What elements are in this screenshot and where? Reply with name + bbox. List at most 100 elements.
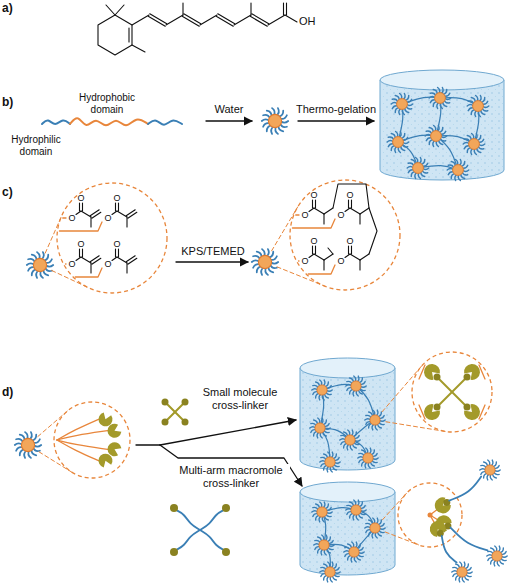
micelle <box>314 535 334 555</box>
gel-texture <box>300 492 395 575</box>
hydrophobic-core <box>473 101 484 112</box>
micelle <box>391 93 413 114</box>
annotation: Hydrophobic domain <box>70 92 144 115</box>
guest-group <box>464 404 471 411</box>
zoom-leader <box>277 267 324 286</box>
retinoic-acid-structure <box>98 3 297 55</box>
hydrophobic-core <box>345 435 355 445</box>
micelle <box>320 452 340 472</box>
atom-label: O <box>344 189 356 202</box>
hydrophobic-core <box>431 131 442 142</box>
hydrophobic-core <box>325 567 335 577</box>
micelle <box>340 430 360 450</box>
micelle <box>480 460 500 480</box>
atom-label: O <box>75 238 87 251</box>
micelle <box>452 562 472 582</box>
reaction-arrow-stem <box>136 444 160 445</box>
bridging-chain <box>356 386 375 420</box>
backbone-bond <box>360 254 369 260</box>
tether <box>292 219 335 228</box>
arrow-label: KPS/TEMED <box>174 245 252 258</box>
hydrophobic-core <box>21 438 34 451</box>
host-group <box>430 521 446 537</box>
hydrophobic-core <box>485 465 495 475</box>
hydrophobic-core <box>397 99 408 110</box>
chain-double-bond <box>184 14 201 24</box>
gel-top <box>300 358 395 378</box>
atom-label: O <box>102 212 114 225</box>
tether <box>75 268 102 277</box>
polymer-arm <box>200 510 224 530</box>
host-group <box>424 364 440 380</box>
atom-label: O <box>66 258 78 271</box>
host-group <box>424 404 440 420</box>
micelle <box>467 95 489 116</box>
polymer-arm <box>442 536 457 562</box>
micelle <box>262 108 288 134</box>
ester-bond <box>112 257 117 261</box>
backbone-bond <box>324 254 333 260</box>
ester-bond <box>309 254 314 258</box>
core-dot <box>428 513 433 518</box>
atom-label: O <box>308 235 320 248</box>
hydrophobic-core <box>363 453 373 463</box>
crosslink-chain <box>369 208 377 254</box>
ring-double-bond <box>128 28 129 42</box>
guest-group <box>222 548 230 556</box>
host-group <box>464 364 480 380</box>
carbonyl-bond <box>351 246 352 254</box>
chain-bond <box>268 15 285 25</box>
vinyl-double-bond <box>126 210 135 216</box>
micelle <box>252 249 278 275</box>
panel-letter: b) <box>2 96 26 110</box>
hydrophobic-core <box>319 540 329 550</box>
backbone-bond <box>324 208 333 214</box>
crosslink-chain <box>328 248 333 254</box>
atom-label: O <box>308 189 320 202</box>
carbonyl-bond <box>115 203 116 211</box>
annotation: Small molecule cross-linker <box>192 386 288 411</box>
carbonyl-bond <box>118 249 119 257</box>
micelle <box>387 131 409 152</box>
micelle <box>425 125 447 146</box>
methyl-bond <box>250 3 251 15</box>
carbonyl-bond <box>348 200 349 208</box>
guest-group <box>162 419 169 426</box>
tether <box>57 431 108 440</box>
micelle <box>358 448 378 468</box>
annotation: Hydrophilic domain <box>4 134 68 157</box>
carbonyl-bond <box>79 249 80 257</box>
host-group <box>98 413 112 427</box>
zoom-leader <box>52 271 89 288</box>
reaction-arrow <box>206 120 252 121</box>
chain-double-bond <box>218 14 235 24</box>
ester-bond <box>112 211 117 215</box>
vinyl-double-bond <box>90 210 99 216</box>
guest-group <box>464 374 471 381</box>
micelle <box>463 133 485 154</box>
methyl-bond <box>323 260 324 270</box>
gel-body <box>300 492 395 575</box>
hydrophobic-core <box>393 137 404 148</box>
chain-double-bond <box>252 14 269 24</box>
methyl-bond <box>132 45 145 52</box>
micelle <box>365 410 385 430</box>
crosslinker-arm <box>438 378 452 392</box>
carbonyl-bond <box>118 203 119 211</box>
hydrophobic-core <box>325 457 335 467</box>
micelle <box>310 418 330 438</box>
micelle <box>320 562 340 582</box>
hydrophobic-core <box>370 523 380 533</box>
atom-label: O <box>299 209 311 222</box>
guest-group <box>222 504 230 512</box>
zoom-leader <box>272 207 298 251</box>
tether <box>57 419 98 440</box>
host-group <box>435 497 451 513</box>
zoom-leader <box>382 366 422 412</box>
reaction-arrow <box>298 120 374 121</box>
crosslinker-arm <box>452 392 466 406</box>
zoom-leader <box>386 422 446 432</box>
bond <box>117 211 127 217</box>
